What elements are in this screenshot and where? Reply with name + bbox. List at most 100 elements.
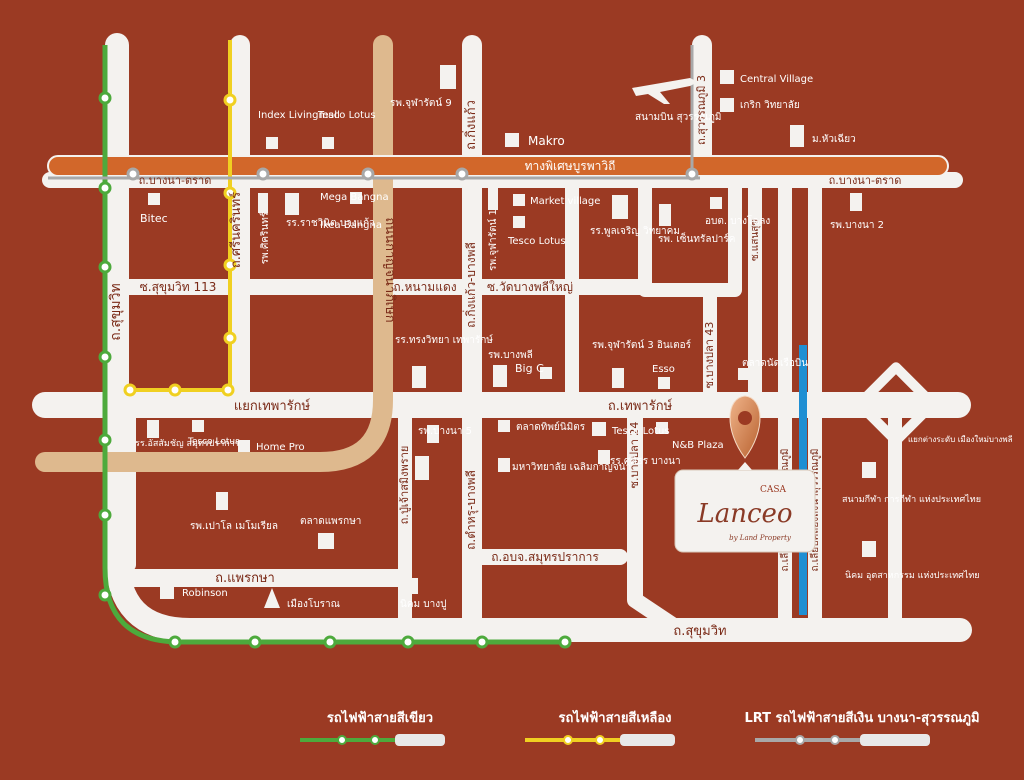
building-icon xyxy=(498,458,510,472)
place-label: Makro xyxy=(528,134,565,148)
building-icon xyxy=(238,440,250,452)
building-icon xyxy=(192,420,204,432)
building-icon xyxy=(285,193,299,215)
building-icon xyxy=(513,194,525,206)
legend-silver-label: LRT รถไฟฟ้าสายสีเงิน บางนา-สุวรรณภูมิ xyxy=(744,709,979,726)
place-label: Bitec xyxy=(140,212,168,225)
rail-yellow-line xyxy=(123,40,237,397)
building-icon xyxy=(658,377,670,389)
building-icon xyxy=(427,425,439,443)
place-label: รพ.จุฬารัตน์ 1 xyxy=(487,209,499,271)
place-label: รพ.เปาโล เมโมเรียล xyxy=(190,519,278,532)
road-label-aboch: ถ.อบจ.สมุทรปราการ xyxy=(491,550,599,565)
road-label-bangpla24: ซ.บางปลา 24 xyxy=(628,422,641,489)
place-label: Ikea Bangna xyxy=(320,220,382,231)
road-bangpla24 xyxy=(627,397,688,638)
place-label: Tesco Lotus xyxy=(507,236,566,247)
place-label: รพ.จุฬารัตน์ 9 xyxy=(390,97,452,109)
place-label: อบต. บางโฉลง xyxy=(705,214,770,227)
building-icon xyxy=(598,450,610,464)
place-label: ม.หัวเฉียว xyxy=(812,133,856,145)
road-label-wat-bangphli-yai: ซ.วัดบางพลีใหญ่ xyxy=(487,280,573,294)
place-label: รร.พูลเจริญ วิทยาคม xyxy=(590,226,680,237)
building-icon xyxy=(415,456,429,480)
building-icon xyxy=(350,192,362,204)
legend-green-station xyxy=(337,735,347,745)
building-icon xyxy=(147,420,159,438)
building-icon xyxy=(720,70,734,84)
legend-yellow-train-icon xyxy=(620,734,675,746)
road-label-sukhumvit-h: ถ.สุขุมวิท xyxy=(673,624,726,639)
building-icon xyxy=(216,492,228,510)
building-icon xyxy=(505,133,519,147)
project-logo[interactable]: CASA Lanceo by Land Property xyxy=(674,462,816,553)
place-label: รร.ทรงวิทยา เทพารักษ์ xyxy=(395,334,493,346)
legend-silver-station xyxy=(830,735,840,745)
legend: รถไฟฟ้าสายสีเขียว รถไฟฟ้าสายสีเหลือง LRT… xyxy=(300,709,980,746)
building-icon xyxy=(266,137,278,149)
road-label-kingkaew-bangphli: ถ.กิ่งแก้ว-บางพลี xyxy=(462,242,478,328)
road-label-suvarnabhumi3: ถ.สุวรรณภูมิ 3 xyxy=(695,75,708,145)
building-icon xyxy=(493,365,507,387)
place-label: Tesco Lotus xyxy=(611,426,670,437)
building-icon xyxy=(862,462,876,478)
road-label-bangna-trad-left: ถ.บางนา-ตราด xyxy=(139,174,212,187)
building-icon xyxy=(850,193,862,211)
rail-silver-line xyxy=(48,45,700,181)
road-label-kingkaew: ถ.กิ่งแก้ว xyxy=(462,100,479,150)
road-label-nong-mae-daeng: ถ.หนามแดง xyxy=(393,280,456,294)
legend-silver-train-icon xyxy=(860,734,930,746)
building-icon xyxy=(404,578,418,594)
building-icon xyxy=(258,193,268,213)
place-label: Tesco Lotus xyxy=(187,437,240,447)
building-icon xyxy=(440,65,456,89)
building-icon xyxy=(318,533,334,549)
airplane-icon xyxy=(632,78,698,104)
building-icon xyxy=(540,367,552,379)
building-icon xyxy=(488,188,498,210)
place-label: มหาวิทยาลัย เฉลิมกาญจนา xyxy=(512,462,631,473)
place-label: Index Livingmall xyxy=(258,110,340,121)
building-icon xyxy=(592,422,606,436)
building-icon xyxy=(612,195,628,219)
project-location-pin[interactable] xyxy=(729,395,761,459)
road-label-srinakarin: ถ.ศรีนครินทร์ xyxy=(228,192,244,268)
place-label: สนามกีฬา การกีฬา แห่งประเทศไทย xyxy=(842,494,981,505)
place-label: Big C xyxy=(515,362,544,375)
place-label: รร.ศศิธร บางนา xyxy=(610,456,681,467)
place-label: รพ.จุฬารัตน์ 3 อินเตอร์ xyxy=(592,339,692,351)
place-label: Esso xyxy=(652,364,675,375)
place-label: Home Pro xyxy=(256,442,305,453)
road-kanchanaphisek xyxy=(35,35,393,472)
place-label: เกริก วิทยาลัย xyxy=(740,100,800,111)
place-label: รร.อัสสัมชัญ สมุทรปราการ xyxy=(135,439,240,449)
building-icon xyxy=(412,366,426,388)
ancient-city-icon xyxy=(264,588,280,608)
legend-green-train-icon xyxy=(395,734,445,746)
building-icon xyxy=(322,137,334,149)
place-label: เมืองโบราณ xyxy=(287,597,340,610)
building-icon xyxy=(498,420,510,432)
place-label: รพ. เซ็นทรัลปาร์ค xyxy=(658,231,735,245)
project-brand-sub: by Land Property xyxy=(729,534,792,542)
road-label-samsen: ซ.แสนสุข xyxy=(750,219,761,261)
road-label-phraeksa: ถ.แพรกษา xyxy=(215,571,275,586)
road-label-yaek-thepharak: แยกเทพารักษ์ xyxy=(234,398,311,414)
place-label: รพ.บางนา 2 xyxy=(830,220,884,231)
road-label-bangna-trad-right: ถ.บางนา-ตราด xyxy=(829,174,902,187)
place-label: นิคม บางปู xyxy=(400,599,447,610)
building-icon xyxy=(720,98,734,112)
place-label: รพ.ศิครินทร์ xyxy=(259,211,271,264)
legend-yellow-label: รถไฟฟ้าสายสีเหลือง xyxy=(558,709,671,726)
place-label: รร.ราชวินิต บางแก้ว xyxy=(286,217,375,229)
building-icons xyxy=(147,65,876,608)
road-label-thepharak: ถ.เทพารักษ์ xyxy=(608,398,673,414)
building-icon xyxy=(513,216,525,228)
place-label: Robinson xyxy=(182,588,228,599)
place-label: Mega Bangna xyxy=(320,192,389,203)
road-central-park-loop xyxy=(638,173,742,297)
road-network xyxy=(32,33,972,642)
building-icon xyxy=(612,368,624,388)
road-interchange xyxy=(854,362,938,446)
place-label: ตลาดนัดเรือบิน xyxy=(742,357,808,369)
